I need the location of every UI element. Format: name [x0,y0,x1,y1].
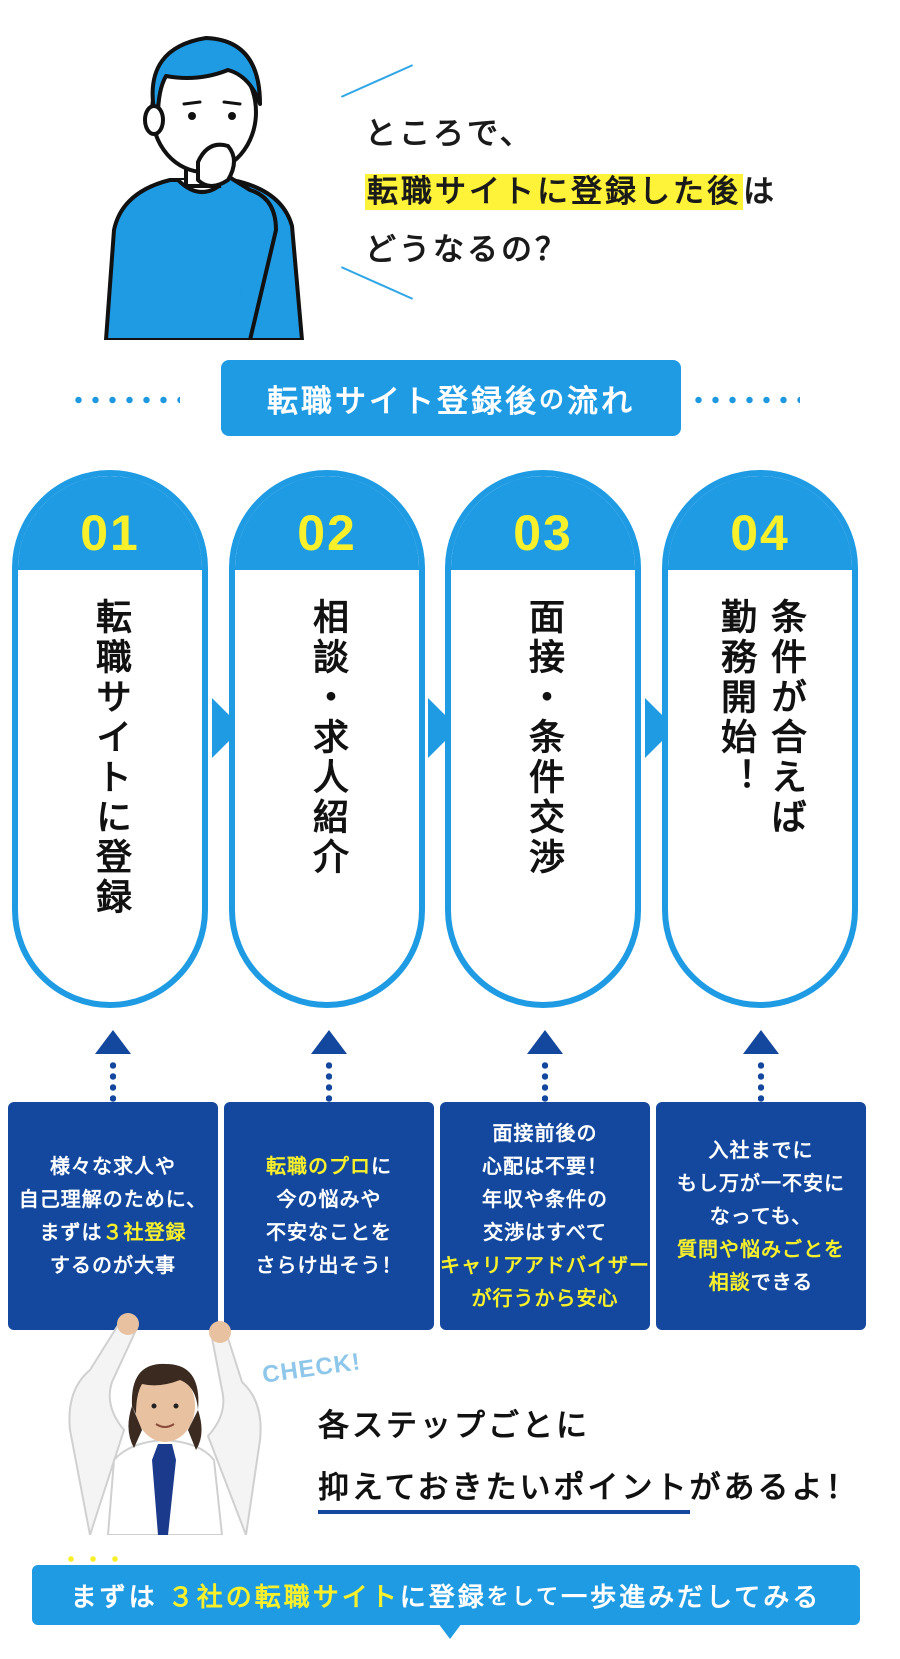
info-highlight: ３社登録 [102,1220,187,1244]
banner-highlight: ３社の [167,1582,255,1613]
banner-text: に登録 [399,1582,487,1613]
info-line: 相談できる [677,1266,845,1299]
info-highlight: が行うから安心 [471,1286,619,1310]
dots-right [690,396,800,404]
info-highlight: 相談 [708,1269,751,1294]
check-message: 各ステップごとに 抑えておきたいポイントがあるよ！ [318,1395,860,1519]
section-title-end: 流れ [567,383,635,420]
banner-text: をして [486,1585,562,1610]
step-body: 条件が合えば勤務開始！ [668,598,852,978]
step-number: 04 [730,505,790,561]
step-body: 面接・条件交渉 [451,598,635,978]
section-title: 転職サイト登録後の流れ [221,360,681,436]
info-line: するのが大事 [50,1253,176,1277]
step-header: 01 [18,476,202,570]
info-line: 転職のプロに [256,1150,403,1183]
step-number: 01 [80,505,140,561]
info-box-1: 様々な求人や 自己理解のために、 まずは３社登録 するのが大事 [8,1102,218,1330]
bottom-banner: まずは ３社の 転職サイト に登録 をして 一歩進みだしてみる [32,1565,860,1625]
step-body: 転職サイトに登録 [18,598,202,978]
section-title-main: 転職サイト登録後 [266,383,539,420]
step-text: 面接・条件交渉 [523,598,564,878]
info-highlight: 転職のプロ [266,1154,371,1178]
check-underlined: 抑えておきたいポイント [318,1470,690,1514]
step-number: 02 [297,505,357,561]
step-header: 02 [235,476,419,570]
step-text: 転職サイトに登録 [90,598,131,918]
info-box-4: 入社までに もし万が一不安に なっても、 質問や悩みごとを 相談できる [656,1102,866,1330]
step-text: 条件が合えば勤務開始！ [710,598,810,978]
emphasis-dots [60,1556,130,1562]
info-text: に [371,1154,392,1178]
hero-line-1: ところで、 [365,116,534,152]
info-highlight: 質問や悩みごとを [677,1236,845,1261]
step-header: 03 [451,476,635,570]
banner-text: まずは [70,1582,158,1613]
info-box-3: 面接前後の 心配は不要！ 年収や条件の 交渉はすべて キャリアアドバイザー が行… [440,1102,650,1330]
info-line: 交渉はすべて [483,1220,607,1244]
info-line: 入社までに [708,1137,814,1162]
step-card-1: 01 転職サイトに登録 [12,470,208,1008]
check-line-2-rest: があるよ！ [689,1470,860,1506]
hero-highlight: 転職サイトに登録した後 [365,174,743,210]
info-highlight: キャリアアドバイザー [440,1253,650,1277]
step-text: 相談・求人紹介 [307,598,348,878]
check-label: CHECK! [260,1348,363,1389]
step-number: 03 [513,505,573,561]
decor-line-top [340,64,414,98]
hero-line-3: どうなるの？ [365,232,569,268]
check-line-1: 各ステップごとに [318,1408,590,1444]
hero-question: ところで、 転職サイトに登録した後は どうなるの？ [365,105,777,279]
info-line: 今の悩みや [276,1187,382,1211]
step-card-3: 03 面接・条件交渉 [445,470,641,1008]
info-line: さらけ出そう！ [255,1253,403,1277]
info-box-2: 転職のプロに 今の悩みや 不安なことを さらけ出そう！ [224,1102,434,1330]
hero-line-2-rest: は [743,174,777,210]
check-line-2: 抑えておきたいポイントがあるよ！ [318,1457,860,1519]
info-line: なっても、 [709,1203,813,1228]
info-line: もし万が一不安に [677,1170,845,1195]
info-line: 心配は不要！ [482,1154,608,1178]
step-card-4: 04 条件が合えば勤務開始！ [662,470,858,1008]
pointing-man-photo [68,1313,262,1535]
info-line: 様々な求人や [50,1154,176,1178]
thinking-man-illustration [104,36,304,340]
info-line: 面接前後の [492,1121,598,1145]
step-text-col2: 勤務開始！ [715,598,756,798]
banner-text: 一歩進みだしてみる [561,1582,822,1613]
section-title-small: の [538,385,567,414]
up-pointer-icon [93,1030,133,1102]
info-text: できる [750,1269,814,1294]
info-line: 年収や条件の [482,1187,608,1211]
info-line: 自己理解のために、 [18,1187,208,1211]
up-pointer-icon [309,1030,349,1102]
up-pointer-icon [741,1030,781,1102]
step-header: 04 [668,476,852,570]
dots-left [70,396,180,404]
hero-line-2: 転職サイトに登録した後は [365,163,777,221]
banner-tip-icon [438,1623,462,1639]
step-card-2: 02 相談・求人紹介 [229,470,425,1008]
banner-highlight: 転職サイト [254,1582,400,1613]
info-text: まずは [39,1220,103,1244]
up-pointer-icon [525,1030,565,1102]
step-text-col1: 条件が合えば [765,598,806,838]
info-line: まずは３社登録 [19,1216,207,1249]
info-line: 不安なことを [266,1220,392,1244]
step-body: 相談・求人紹介 [235,598,419,978]
